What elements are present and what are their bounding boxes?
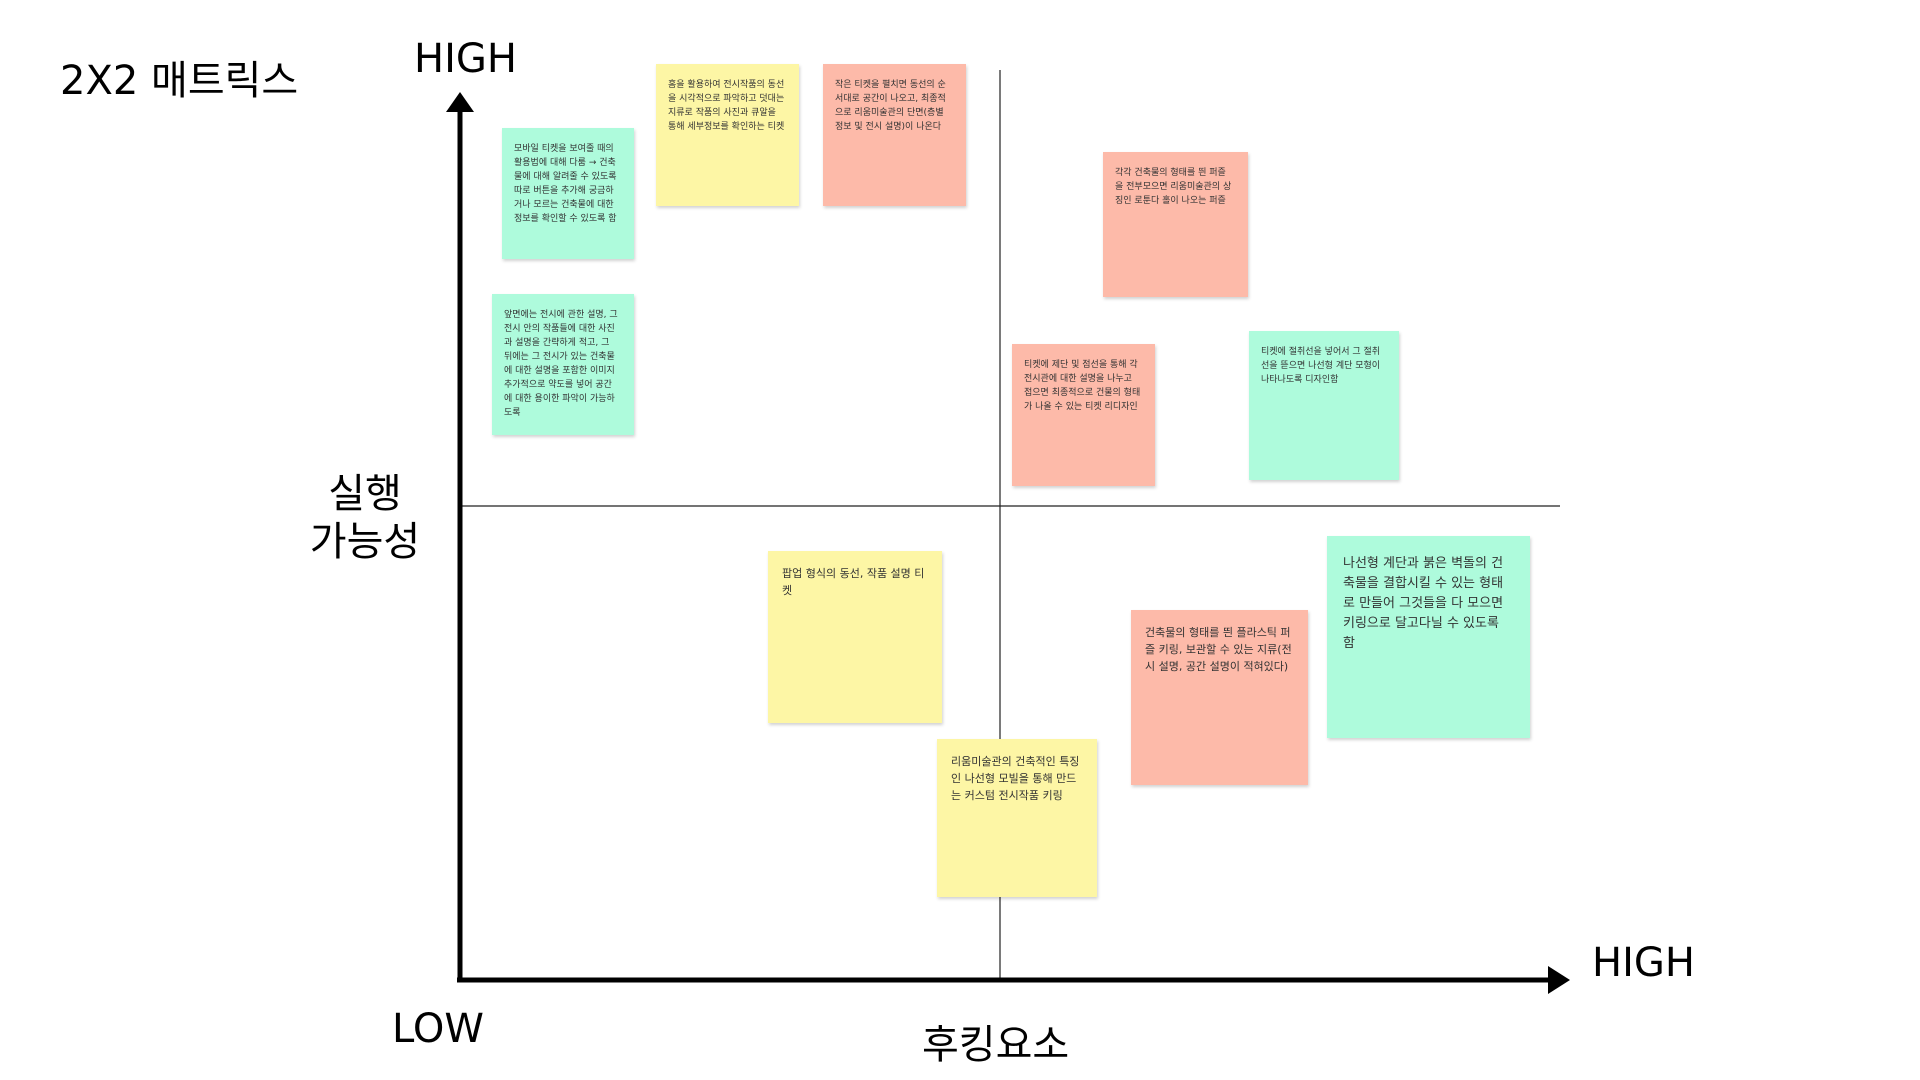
sticky-note-text: 모바일 티켓을 보여줄 때의 활용법에 대해 다룸 → 건축물에 대해 알려줄 …: [514, 144, 617, 224]
sticky-note[interactable]: 작은 티켓을 펼치면 동선의 순서대로 공간이 나오고, 최종적으로 리움미술관…: [823, 64, 966, 206]
y-axis-title-line2: 가능성: [309, 519, 421, 565]
sticky-note[interactable]: 앞면에는 전시에 관한 설명, 그 전시 안의 작품들에 대한 사진과 설명을 …: [492, 294, 634, 435]
sticky-note-text: 건축물의 형태를 띈 플라스틱 퍼즐 키링, 보관할 수 있는 지류(전시 설명…: [1145, 626, 1292, 673]
sticky-note-text: 각각 건축물의 형태를 띈 퍼즐을 전부모으면 리움미술관의 상징인 로툰다 홀…: [1115, 168, 1232, 206]
sticky-note-text: 나선형 계단과 붉은 벽돌의 건축물을 결합시킬 수 있는 형태로 만들어 그것…: [1343, 556, 1504, 651]
y-axis-arrowhead: [446, 92, 474, 112]
sticky-note-text: 작은 티켓을 펼치면 동선의 순서대로 공간이 나오고, 최종적으로 리움미술관…: [835, 80, 946, 132]
sticky-note[interactable]: 모바일 티켓을 보여줄 때의 활용법에 대해 다룸 → 건축물에 대해 알려줄 …: [502, 128, 634, 259]
sticky-note[interactable]: 각각 건축물의 형태를 띈 퍼즐을 전부모으면 리움미술관의 상징인 로툰다 홀…: [1103, 152, 1248, 297]
sticky-note[interactable]: 티켓에 제단 및 점선을 통해 각 전시관에 대한 설명을 나누고 접으면 최종…: [1012, 344, 1155, 486]
origin-low-label: LOW: [392, 1006, 484, 1052]
sticky-note[interactable]: 리움미술관의 건축적인 특징인 나선형 모빌을 통해 만드는 커스텀 전시작품 …: [937, 739, 1097, 897]
x-axis-arrowhead: [1548, 966, 1570, 994]
sticky-note[interactable]: 티켓에 절취선을 넣어서 그 절취선을 뜯으면 나선형 계단 모형이 나타나도록…: [1249, 331, 1399, 480]
sticky-note-text: 티켓에 절취선을 넣어서 그 절취선을 뜯으면 나선형 계단 모형이 나타나도록…: [1261, 347, 1381, 385]
sticky-note-text: 팝업 형식의 동선, 작품 설명 티켓: [782, 567, 925, 597]
y-axis-high-label: HIGH: [414, 36, 517, 82]
y-axis-title-line1: 실행: [328, 471, 402, 517]
sticky-note-text: 앞면에는 전시에 관한 설명, 그 전시 안의 작품들에 대한 사진과 설명을 …: [504, 310, 618, 418]
sticky-note[interactable]: 나선형 계단과 붉은 벽돌의 건축물을 결합시킬 수 있는 형태로 만들어 그것…: [1327, 536, 1530, 738]
sticky-note-text: 티켓에 제단 및 점선을 통해 각 전시관에 대한 설명을 나누고 접으면 최종…: [1024, 360, 1141, 412]
x-axis-high-label: HIGH: [1592, 940, 1695, 986]
page-title: 2X2 매트릭스: [60, 58, 299, 104]
sticky-note[interactable]: 건축물의 형태를 띈 플라스틱 퍼즐 키링, 보관할 수 있는 지류(전시 설명…: [1131, 610, 1308, 785]
y-axis-title: 실행 가능성: [300, 470, 430, 566]
sticky-note-text: 리움미술관의 건축적인 특징인 나선형 모빌을 통해 만드는 커스텀 전시작품 …: [951, 755, 1080, 802]
x-axis-title: 후킹요소: [922, 1022, 1070, 1068]
sticky-note[interactable]: 홈을 활용하여 전시작품의 동선을 시각적으로 파악하고 덧대는 지류로 작품의…: [656, 64, 799, 206]
sticky-note-text: 홈을 활용하여 전시작품의 동선을 시각적으로 파악하고 덧대는 지류로 작품의…: [668, 80, 785, 132]
sticky-note[interactable]: 팝업 형식의 동선, 작품 설명 티켓: [768, 551, 942, 723]
